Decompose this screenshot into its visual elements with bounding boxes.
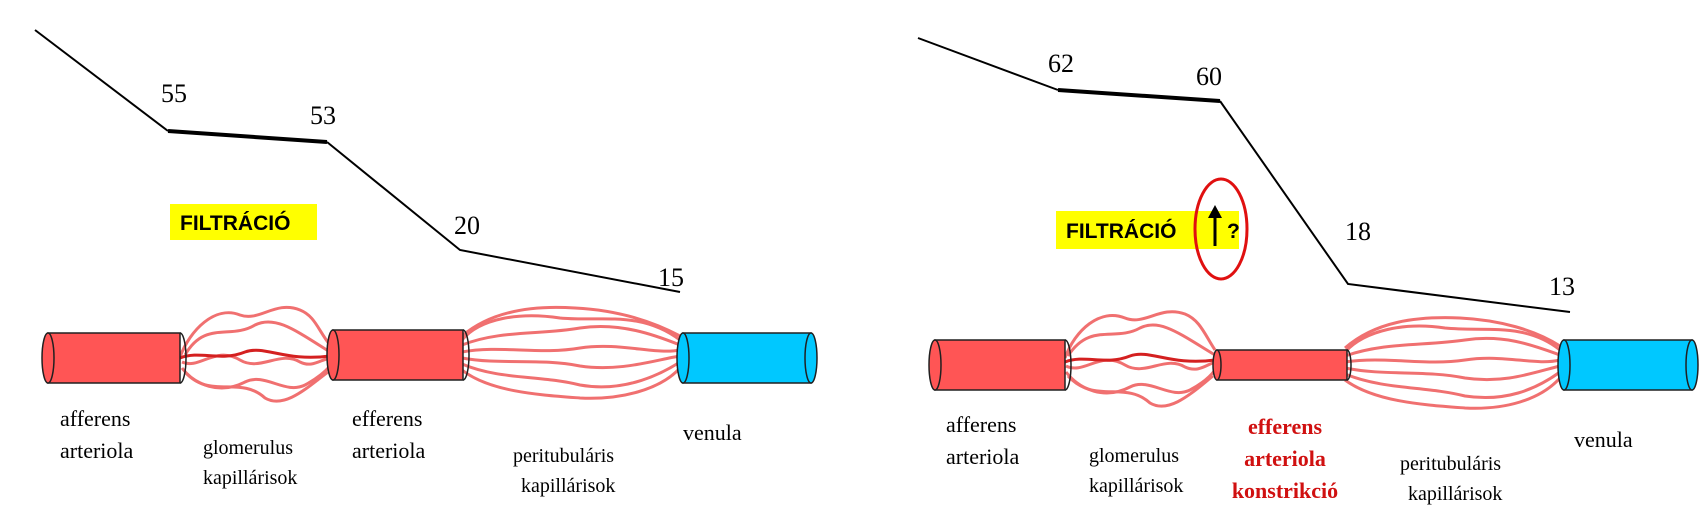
right-pressure-13: 13	[1549, 272, 1575, 301]
left-glomerular-pressure-segment	[167, 129, 328, 144]
right-label-glomerular-1: glomerulus	[1089, 445, 1179, 467]
right-label-peritubular-2: kapillárisok	[1408, 483, 1502, 505]
up-arrow-icon	[1208, 205, 1222, 246]
left-label-efferent-2: arteriola	[352, 438, 426, 463]
right-filtration-label: FILTRÁCIÓ	[1066, 219, 1176, 243]
left-label-glomerular-2: kapillárisok	[203, 467, 297, 489]
left-afferent-arteriole	[41, 332, 187, 384]
right-label-glomerular-2: kapillárisok	[1089, 475, 1183, 497]
left-label-peritubular-2: kapillárisok	[521, 475, 615, 497]
left-pressure-53: 53	[310, 101, 336, 130]
left-pressure-15: 15	[658, 263, 684, 292]
left-efferent-arteriole	[326, 329, 470, 381]
left-label-glomerular-1: glomerulus	[203, 437, 293, 459]
left-main-glomerular-capillary	[179, 348, 331, 360]
right-glomerular-capillaries	[1063, 310, 1217, 408]
left-label-afferent-2: arteriola	[60, 438, 134, 463]
right-label-afferent-2: arteriola	[946, 444, 1020, 469]
right-label-venule: venula	[1574, 427, 1633, 452]
right-pressure-60: 60	[1196, 62, 1222, 91]
right-pressure-62: 62	[1048, 49, 1074, 78]
left-venule	[676, 332, 818, 384]
left-pressure-20: 20	[454, 211, 480, 240]
left-pressure-line	[34, 29, 169, 132]
right-label-peritubular-1: peritubuláris	[1400, 453, 1501, 475]
left-label-afferent-1: afferens	[60, 406, 130, 431]
right-glomerular-pressure-segment	[1057, 88, 1221, 103]
right-panel: 62 60 18 13 FILTRÁCIÓ ?	[917, 37, 1699, 505]
right-label-efferent-2: arteriola	[1244, 446, 1326, 471]
left-glomerular-capillaries	[178, 305, 332, 403]
right-venule	[1557, 339, 1699, 391]
right-peritubular-capillaries	[1343, 316, 1562, 410]
right-pressure-18: 18	[1345, 217, 1371, 246]
right-filtration-question-mark: ?	[1227, 220, 1240, 243]
right-label-efferent-1: efferens	[1248, 414, 1323, 439]
left-pressure-line-tail	[326, 141, 681, 293]
left-peritubular-capillaries	[460, 305, 682, 400]
right-efferent-arteriole-constricted	[1212, 349, 1352, 381]
left-filtration-highlight	[170, 204, 317, 240]
right-label-efferent-3: konstrikció	[1232, 478, 1338, 503]
highlight-circle	[1193, 177, 1249, 281]
right-pressure-line	[917, 37, 1059, 91]
right-main-glomerular-capillary	[1064, 352, 1216, 364]
left-filtration-label: FILTRÁCIÓ	[180, 211, 290, 235]
right-afferent-arteriole	[928, 339, 1072, 391]
left-label-venule: venula	[683, 420, 742, 445]
right-pressure-line-tail	[1219, 100, 1571, 313]
left-label-peritubular-1: peritubuláris	[513, 445, 614, 467]
left-pressure-55: 55	[161, 79, 187, 108]
left-panel: 55 53 20 15 FILTRÁCIÓ	[34, 29, 818, 497]
right-label-afferent-1: afferens	[946, 412, 1016, 437]
left-label-efferent-1: efferens	[352, 406, 422, 431]
